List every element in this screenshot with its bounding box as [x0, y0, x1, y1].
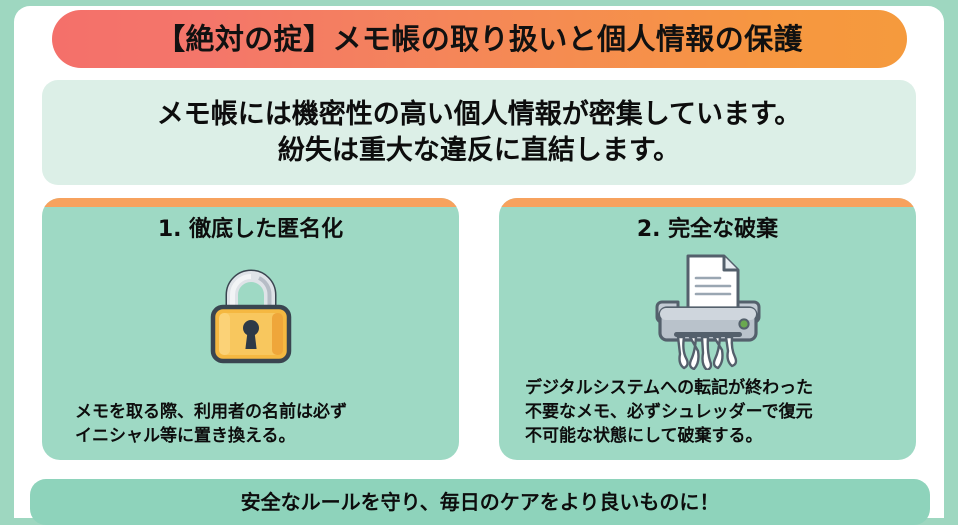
padlock-icon	[42, 253, 459, 368]
subtitle-box: メモ帳には機密性の高い個人情報が密集しています。 紛失は重大な違反に直結します。	[42, 80, 916, 185]
card-title-2: 2. 完全な破棄	[636, 217, 779, 242]
card-body-1-line-2: イニシャル等に置き換える。	[75, 425, 296, 446]
card-body-1-line-1: メモを取る際、利用者の名前は必ず	[75, 401, 347, 422]
footer-bar: 安全なルールを守り、毎日のケアをより良いものに！	[30, 479, 930, 525]
subtitle-line-1: メモ帳には機密性の高い個人情報が密集しています。	[156, 98, 802, 130]
card-body-2-line-1: デジタルシステムへの転記が終わった	[525, 377, 814, 398]
card-body-2-line-2: 不要なメモ、必ずシュレッダーで復元	[525, 401, 813, 422]
card-top-accent-bar	[499, 198, 916, 207]
paper-shredder-icon	[499, 253, 916, 370]
subtitle-line-2: 紛失は重大な違反に直結します。	[277, 134, 681, 166]
card-top-accent-bar	[42, 198, 459, 207]
footer-text: 安全なルールを守り、毎日のケアをより良いものに！	[240, 490, 720, 514]
card-body-2: デジタルシステムへの転記が終わった 不要なメモ、必ずシュレッダーで復元 不可能な…	[499, 376, 916, 448]
title-banner: 【絶対の掟】メモ帳の取り扱いと個人情報の保護	[52, 10, 907, 68]
page-title: 【絶対の掟】メモ帳の取り扱いと個人情報の保護	[156, 21, 803, 56]
card-body-1: メモを取る際、利用者の名前は必ず イニシャル等に置き換える。	[42, 400, 459, 448]
card-anonymization: 1. 徹底した匿名化	[42, 198, 459, 460]
card-disposal: 2. 完全な破棄	[499, 198, 916, 460]
card-body-2-line-3: 不可能な状態にして破棄する。	[525, 425, 763, 446]
card-title-1: 1. 徹底した匿名化	[157, 217, 344, 242]
cards-row: 1. 徹底した匿名化	[42, 198, 916, 460]
